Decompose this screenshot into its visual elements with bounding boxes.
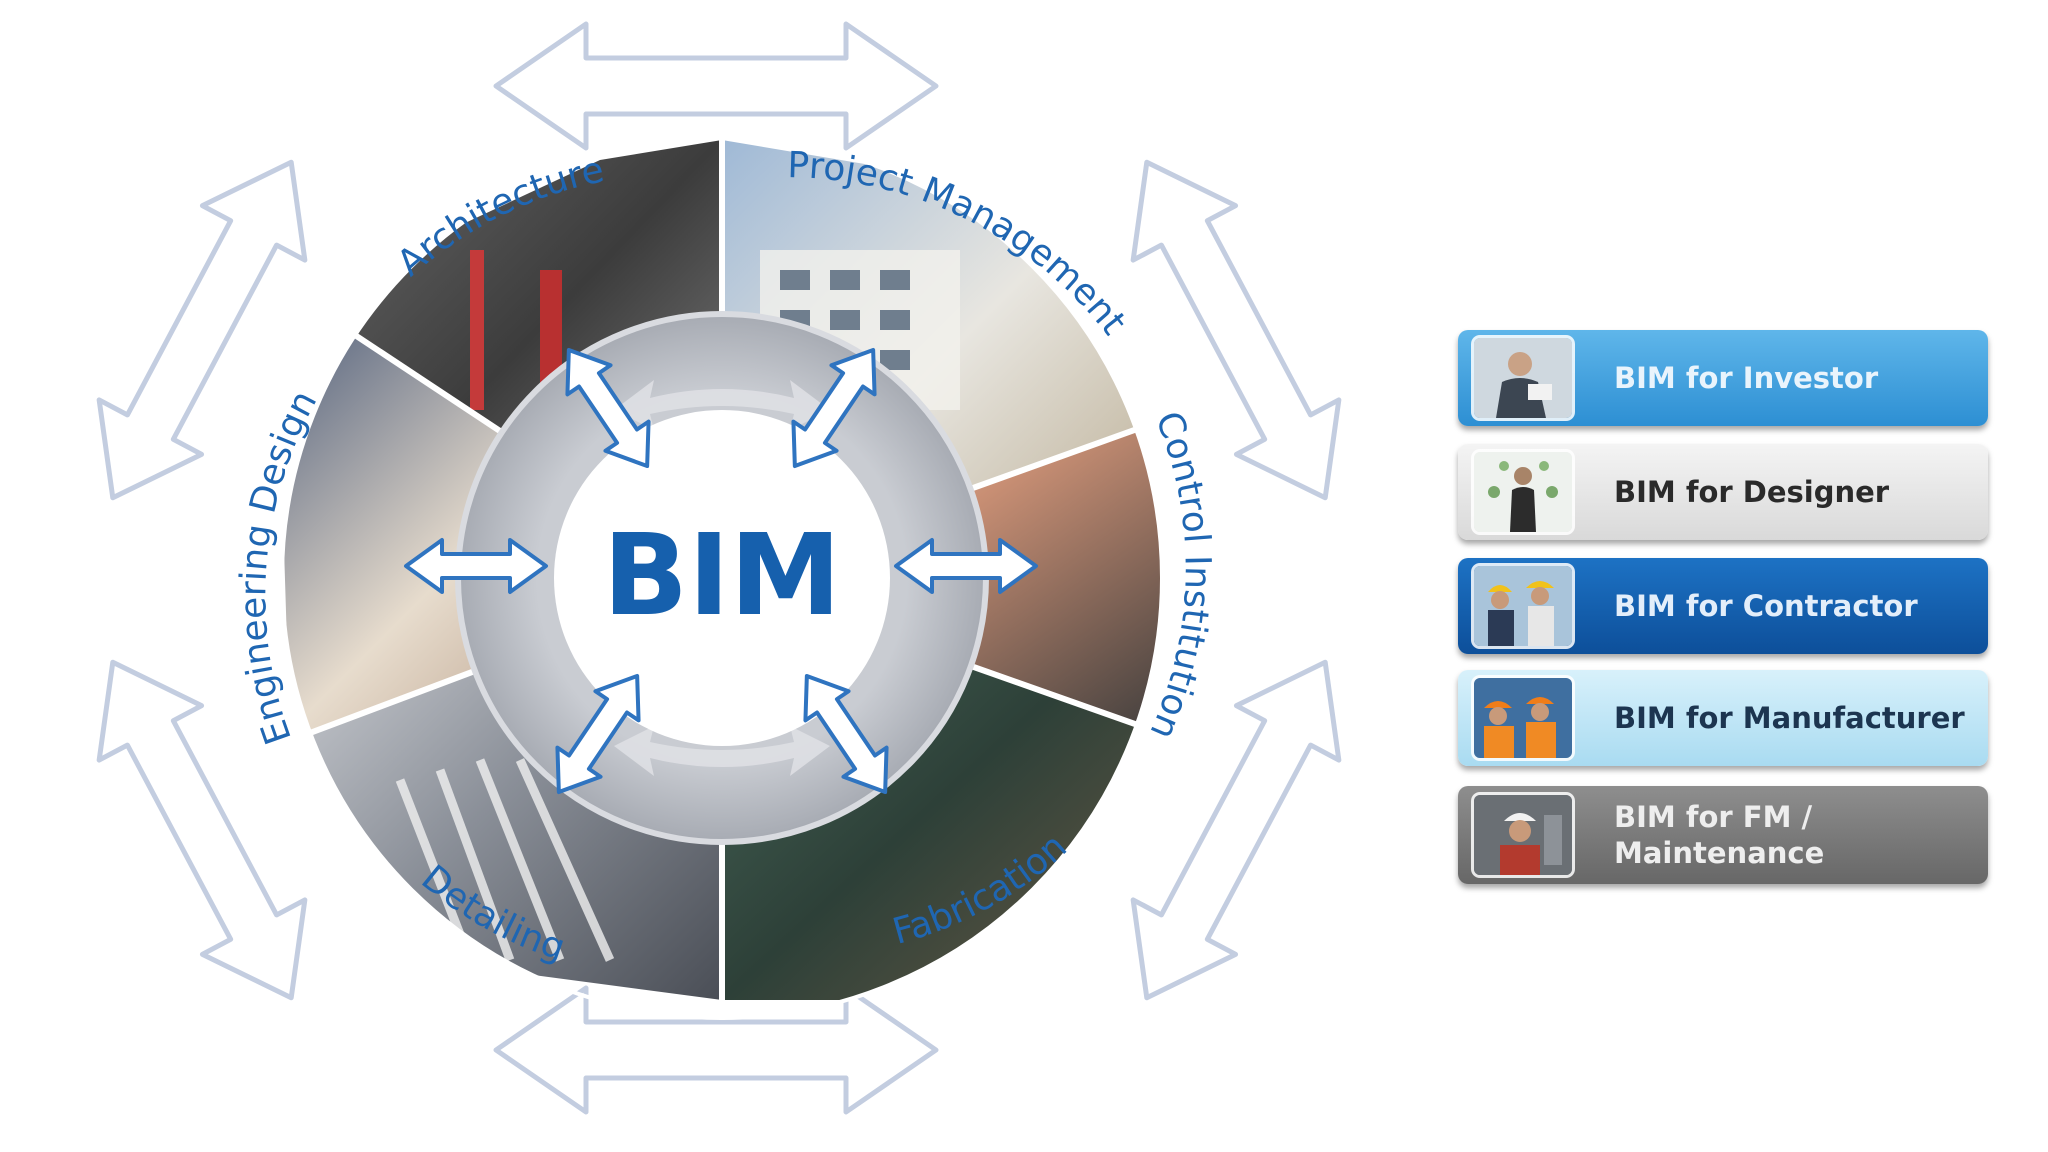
card-label: BIM for Designer xyxy=(1614,475,1890,509)
investor-photo xyxy=(1474,338,1572,418)
outer-arrow-upper-right xyxy=(1130,159,1342,501)
card-label-line2: Maintenance xyxy=(1614,836,1825,870)
maintenance-photo xyxy=(1474,795,1572,875)
inner-core xyxy=(554,410,890,746)
arrow-upper-left xyxy=(565,347,651,469)
arrow-right xyxy=(894,538,1038,594)
outer-arrow-lower-left xyxy=(96,659,308,1001)
outer-arrow-bottom xyxy=(493,985,939,1115)
card-bim-for-designer: BIM for Designer xyxy=(1458,444,1988,540)
arrow-left xyxy=(404,538,548,594)
outer-arrows xyxy=(96,21,1342,1115)
card-label: BIM for FM / Maintenance xyxy=(1614,799,1824,871)
center-arrows xyxy=(404,347,1038,795)
center-label: BIM xyxy=(603,511,842,641)
card-bim-for-fm-maintenance: BIM for FM / Maintenance xyxy=(1458,786,1988,884)
arrow-upper-right xyxy=(791,347,877,469)
contractor-photo xyxy=(1474,566,1572,646)
card-bim-for-manufacturer: BIM for Manufacturer xyxy=(1458,670,1988,766)
arrow-lower-right xyxy=(803,673,889,795)
card-bim-for-contractor: BIM for Contractor xyxy=(1458,558,1988,654)
ring-flow-arrows xyxy=(614,380,830,776)
card-label: BIM for Investor xyxy=(1614,361,1879,395)
card-bim-for-investor: BIM for Investor xyxy=(1458,330,1988,426)
manufacturer-photo xyxy=(1474,678,1572,758)
card-label: BIM for Manufacturer xyxy=(1614,701,1965,735)
designer-photo xyxy=(1474,452,1572,532)
outer-arrow-lower-right xyxy=(1130,659,1342,1001)
card-label: BIM for Contractor xyxy=(1614,589,1918,623)
outer-arrow-top xyxy=(493,21,939,151)
card-label-line1: BIM for FM / xyxy=(1614,800,1813,834)
outer-arrow-upper-left xyxy=(96,159,308,501)
arrow-lower-left xyxy=(555,673,641,795)
